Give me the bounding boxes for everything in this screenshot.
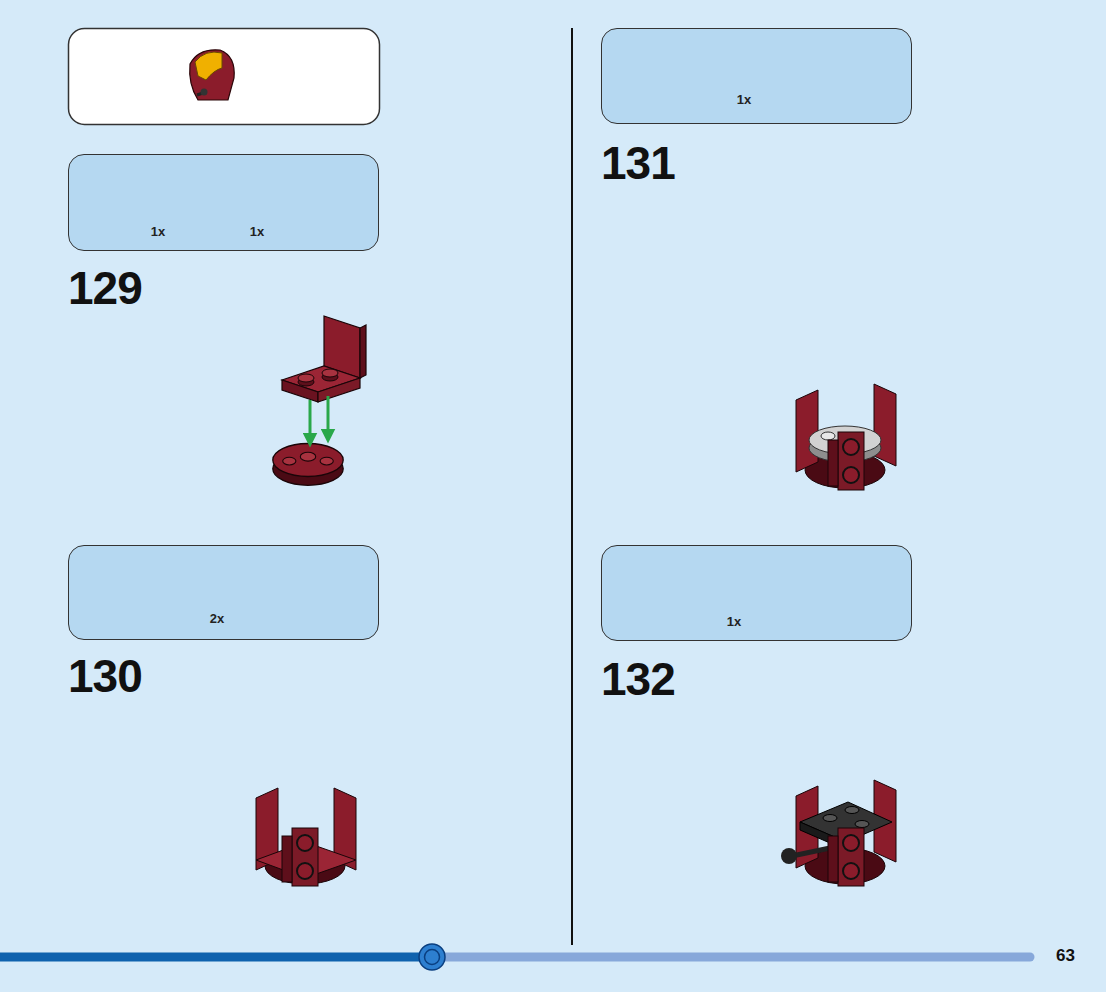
submodel-box (69, 29, 380, 125)
bracket-front (292, 828, 318, 886)
progress-track (432, 953, 1030, 962)
assembly-arrow (327, 396, 330, 436)
parts-callout-box: 1x (601, 28, 912, 124)
parts-callout-box: 2x (68, 545, 379, 640)
parts-callout-box: 1x (601, 545, 912, 641)
stud-top (845, 807, 859, 814)
bar (792, 848, 830, 856)
stud-top (821, 432, 835, 440)
stud (297, 835, 313, 851)
helmet-faceplate (195, 52, 222, 80)
progress-marker (419, 944, 445, 970)
stud-top (855, 821, 869, 828)
round-plate-part (273, 444, 343, 486)
step-number: 131 (601, 140, 675, 186)
stud (843, 467, 859, 483)
ball (781, 848, 797, 864)
stud (843, 835, 859, 851)
part-quantity: 1x (737, 92, 751, 108)
bracket-part (282, 316, 366, 402)
label-layer: 12913013113263 (0, 0, 74, 201)
stud (843, 439, 859, 455)
part-quantity: 2x (210, 611, 224, 627)
parts-callout-box: 1x 1x (68, 154, 379, 251)
helmet-shell (190, 50, 235, 100)
bracket-front (838, 432, 864, 490)
progress-fill (0, 953, 432, 962)
step-number: 130 (68, 653, 142, 699)
step-number: 132 (601, 656, 675, 702)
assembly-130 (256, 788, 356, 886)
bracket-front-side (828, 440, 838, 486)
stud (297, 863, 313, 879)
assembly-132 (781, 780, 896, 886)
bracket-wall (796, 390, 818, 472)
stud (843, 863, 859, 879)
part-quantity: 1x (151, 224, 165, 240)
helmet-ball (201, 89, 208, 96)
bracket-front-side (828, 836, 838, 882)
assembly-arrow (309, 400, 312, 440)
assembly-131 (796, 384, 896, 490)
progress-marker-ring (425, 950, 440, 965)
stud-top (823, 815, 837, 822)
bracket-front (838, 828, 864, 886)
bracket-front-side (282, 836, 292, 882)
part-quantity: 1x (727, 614, 741, 630)
step-number: 129 (68, 265, 142, 311)
part-quantity: 1x (250, 224, 264, 240)
page-number: 63 (1056, 947, 1075, 964)
column-divider (571, 28, 573, 945)
